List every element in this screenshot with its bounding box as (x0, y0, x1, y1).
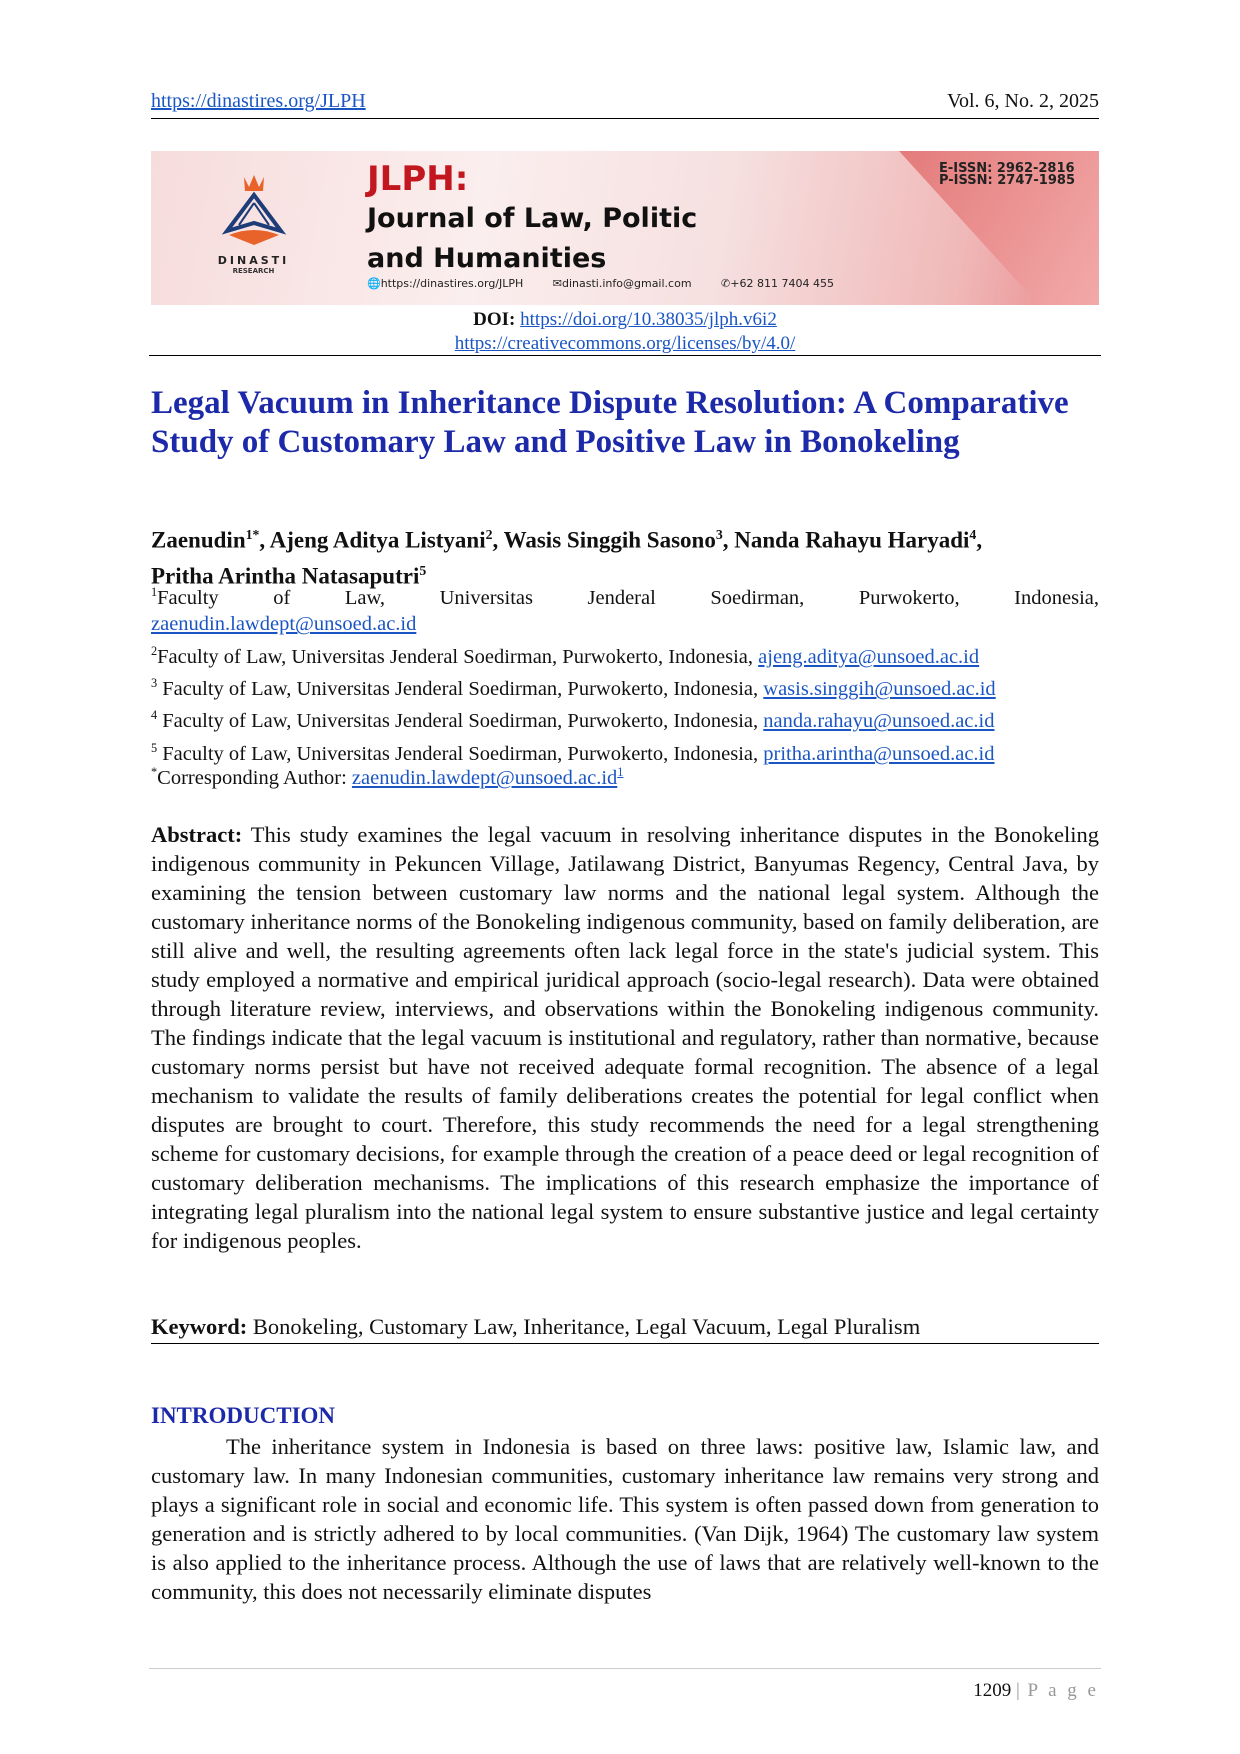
aff-sup: 5 (151, 740, 158, 755)
mail-icon: ✉ (552, 277, 563, 290)
aff-sup: 1 (151, 585, 158, 599)
affiliation: 3 Faculty of Law, Universitas Jenderal S… (151, 670, 1099, 702)
aff-sup: 2 (151, 643, 158, 658)
publisher-logo: DINASTI RESEARCH (206, 173, 301, 275)
pissn: P-ISSN: 2747-1985 (938, 173, 1075, 188)
abstract: Abstract: This study examines the legal … (151, 820, 1099, 1255)
aff-sup: 3 (151, 676, 158, 691)
aff-text: Faculty of Law, Universitas Jenderal Soe… (162, 742, 759, 765)
author-email-link[interactable]: pritha.arintha@unsoed.ac.id (763, 742, 995, 765)
author-name: Wasis Singgih Sasono (503, 527, 716, 553)
aff-text: Faculty of Law, Universitas Jenderal Soe… (157, 645, 754, 668)
doi-label: DOI: (473, 309, 516, 330)
eissn: E-ISSN: 2962-2816 (938, 161, 1075, 176)
keywords-label: Keyword: (151, 1314, 248, 1339)
corr-email-sup: 1 (617, 765, 624, 779)
author-email-link[interactable]: zaenudin.lawdept@unsoed.ac.id (151, 613, 417, 636)
affiliation: 2Faculty of Law, Universitas Jenderal So… (151, 638, 1099, 670)
author-email-link[interactable]: nanda.rahayu@unsoed.ac.id (763, 710, 995, 733)
keywords-text: Bonokeling, Customary Law, Inheritance, … (252, 1314, 921, 1339)
journal-banner: DINASTI RESEARCH JLPH: Journal of Law, P… (151, 151, 1099, 305)
author-list: Zaenudin1*, Ajeng Aditya Listyani2, Wasi… (151, 527, 983, 589)
running-header: https://dinastires.org/JLPH Vol. 6, No. … (151, 88, 1099, 119)
author-sup: 5 (419, 562, 427, 578)
banner-phone: +62 811 7404 455 (730, 277, 834, 290)
journal-name-line2: and Humanities (367, 243, 607, 274)
author-name: Zaenudin (151, 527, 246, 553)
page-label: P a g e (1027, 1680, 1099, 1701)
journal-name-line1: Journal of Law, Politic (367, 203, 698, 234)
article-title: Legal Vacuum in Inheritance Dispute Reso… (151, 385, 1069, 460)
corr-email-link[interactable]: zaenudin.lawdept@unsoed.ac.id (351, 766, 618, 789)
author-name: Nanda Rahayu Haryadi (734, 527, 970, 553)
aff-sup: 4 (151, 708, 158, 723)
journal-acronym: JLPH: (367, 159, 469, 199)
corresponding-author: *Corresponding Author: zaenudin.lawdept@… (151, 765, 623, 790)
aff-text: Faculty of Law, Universitas Jenderal Soe… (157, 586, 1099, 609)
book-crown-icon (221, 175, 286, 245)
doi-link[interactable]: https://doi.org/10.38035/jlph.v6i2 (520, 309, 777, 330)
affiliation: 1Faculty of Law, Universitas Jenderal So… (151, 579, 1099, 611)
publisher-name: DINASTI (217, 254, 290, 267)
affiliation: 4 Faculty of Law, Universitas Jenderal S… (151, 702, 1099, 734)
volume-info: Vol. 6, No. 2, 2025 (947, 90, 1099, 112)
page-num: 1209 (973, 1680, 1012, 1701)
banner-email: dinasti.info@gmail.com (562, 277, 692, 290)
author-sup: 4 (969, 527, 977, 542)
section-heading: INTRODUCTION (151, 1403, 336, 1428)
abstract-label: Abstract: (151, 822, 243, 847)
author-email-link[interactable]: wasis.singgih@unsoed.ac.id (763, 677, 996, 700)
author-sup: 1* (245, 527, 260, 542)
corr-sup: * (151, 765, 158, 779)
affiliation: 5 Faculty of Law, Universitas Jenderal S… (151, 735, 1099, 767)
abstract-text: This study examines the legal vacuum in … (151, 822, 1099, 1253)
author-name: Ajeng Aditya Listyani (269, 527, 486, 553)
divider (149, 355, 1101, 356)
author-email-link[interactable]: ajeng.aditya@unsoed.ac.id (758, 645, 980, 668)
banner-website: https://dinastires.org/JLPH (380, 277, 524, 290)
affiliations: 1Faculty of Law, Universitas Jenderal So… (151, 579, 1099, 767)
license-link[interactable]: https://creativecommons.org/licenses/by/… (454, 333, 796, 354)
footer-divider (149, 1668, 1101, 1669)
publisher-subtitle: RESEARCH (232, 267, 275, 275)
corr-label: Corresponding Author: (157, 766, 347, 789)
globe-icon: 🌐 (367, 277, 381, 290)
author-name: Pritha Arintha Natasaputri (151, 563, 420, 589)
author-sup: 3 (715, 527, 723, 542)
journal-url-link[interactable]: https://dinastires.org/JLPH (151, 90, 366, 112)
aff-text: Faculty of Law, Universitas Jenderal Soe… (162, 677, 759, 700)
phone-icon: ✆ (721, 277, 731, 290)
keywords: Keyword: Bonokeling, Customary Law, Inhe… (151, 1314, 1099, 1344)
author-sup: 2 (485, 527, 493, 542)
page-number: 1209 | P a g e (973, 1680, 1099, 1702)
aff-text: Faculty of Law, Universitas Jenderal Soe… (162, 710, 759, 733)
introduction-text: The inheritance system in Indonesia is b… (151, 1434, 1099, 1604)
page-sep: | (1015, 1680, 1023, 1701)
